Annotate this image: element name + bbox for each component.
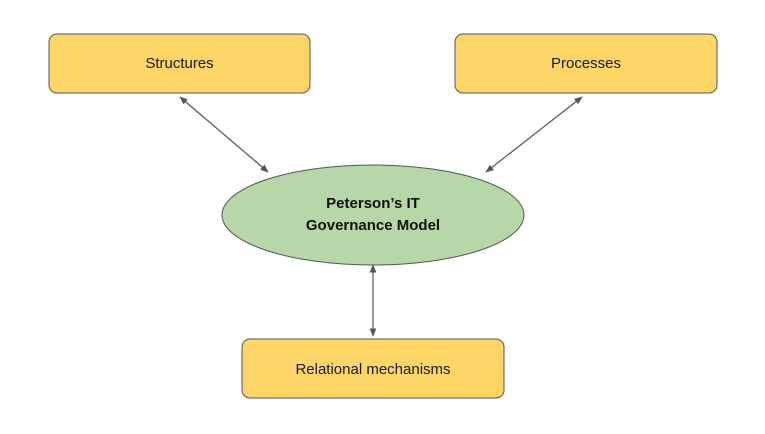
node-relational-label: Relational mechanisms — [295, 361, 450, 378]
center-title-line2: Governance Model — [306, 217, 440, 234]
node-processes-label: Processes — [551, 55, 621, 72]
center-node: Peterson’s IT Governance Model — [221, 164, 525, 266]
node-relational-box — [241, 338, 505, 399]
node-structures: Structures — [48, 33, 311, 94]
node-relational: Relational mechanisms — [241, 338, 505, 399]
connector-structures-center — [179, 96, 269, 173]
node-processes-box — [454, 33, 718, 94]
center-ellipse — [221, 164, 525, 266]
center-title-line1: Peterson’s IT — [326, 195, 420, 212]
node-processes: Processes — [454, 33, 718, 94]
node-structures-label: Structures — [145, 55, 213, 72]
node-structures-box — [48, 33, 311, 94]
connector-processes-center — [485, 96, 583, 173]
